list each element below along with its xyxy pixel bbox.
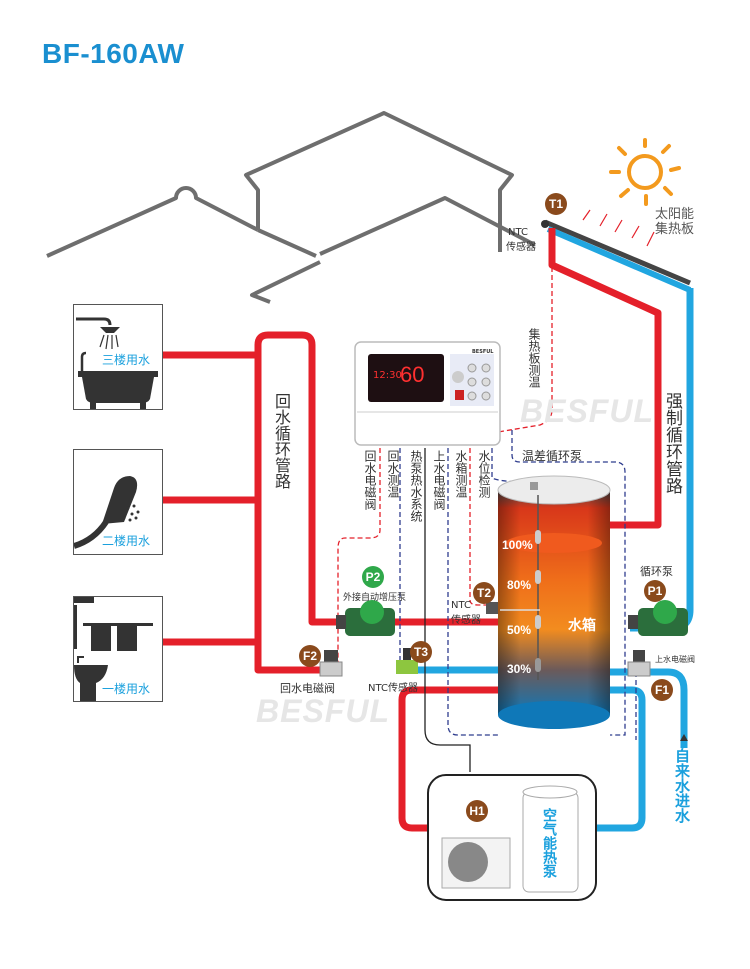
sunray-arrows (582, 209, 655, 247)
badge-p2: P2 (362, 566, 384, 588)
watermark-top: BESFUL (520, 393, 654, 429)
t3-label: NTC传感器 (368, 683, 418, 694)
controller-panel (354, 341, 501, 446)
room-second-floor: 二楼用水 (73, 449, 163, 555)
sensor-t2 (486, 602, 498, 614)
sensor-t3 (396, 648, 418, 674)
signal-label-return-temp: 回水测温 (386, 450, 400, 498)
valve-f2 (319, 650, 343, 677)
inlet-arrow-icon (680, 734, 688, 741)
tap-water-label: 自来水进水 (673, 748, 691, 823)
room-label-second: 二楼用水 (102, 534, 151, 548)
pump-p2 (336, 600, 395, 636)
water-tank (497, 475, 611, 729)
hand-shower-icon (73, 476, 140, 549)
badge-t2: T2 (473, 582, 495, 604)
signal-label-inlet-valve: 上水电磁阀 (432, 450, 446, 510)
signal-label-tank-temp: 水箱测温 (454, 450, 468, 498)
washbasin-towel-icon (74, 597, 153, 701)
solar-collector-panel (541, 219, 692, 293)
house-outline (46, 111, 536, 304)
watermark-bottom: BESFUL (256, 693, 390, 729)
badge-f1: F1 (651, 679, 673, 701)
solar-label-1: 太阳能 (655, 207, 695, 222)
badge-p1: P1 (644, 580, 666, 602)
level-80: 80% (507, 578, 532, 592)
solar-label-2: 集热板 (655, 222, 695, 237)
tap-water-pipe (610, 668, 688, 748)
tank-label: 水箱 (568, 618, 596, 634)
controller-temperature: 60 (400, 362, 425, 387)
signal-label-return-valve: 回水电磁阀 (363, 450, 377, 510)
level-30: 30% (507, 662, 532, 676)
pump-p1 (628, 600, 688, 636)
t1-ntc-label: NTC (508, 227, 528, 238)
room-first-floor: 一楼用水 (73, 596, 163, 702)
level-50: 50% (507, 623, 532, 637)
badge-t1: T1 (545, 193, 567, 215)
signal-label-heat-pump: 热泵热水系统 (409, 450, 423, 522)
heat-pump-label: 空气能热泵 (541, 808, 557, 878)
panel-temp-label: 集热板测温 (527, 328, 541, 388)
return-loop-pipes (163, 331, 498, 674)
p1-label: 循环泵 (640, 565, 673, 578)
return-loop-label: 回水循环管路 (272, 393, 291, 489)
controller-time: 12:30 (373, 370, 402, 381)
room-third-floor: 三楼用水 (73, 304, 163, 410)
valve-f1 (627, 650, 651, 677)
t2-sensor-label: 传感器 (451, 615, 481, 626)
badge-f2: F2 (299, 645, 321, 667)
diff-pump-label: 温差循环泵 (522, 449, 583, 463)
sun-icon (609, 138, 681, 206)
badge-t3: T3 (410, 641, 432, 663)
t2-ntc-label: NTC (451, 600, 471, 611)
room-label-third: 三楼用水 (102, 353, 151, 367)
model-title: BF-160AW (42, 38, 185, 69)
f2-label: 回水电磁阀 (280, 682, 335, 695)
badge-h1: H1 (466, 800, 488, 822)
t1-sensor-label: 传感器 (506, 242, 536, 253)
p2-label: 外接自动增压泵 (343, 593, 407, 603)
f1-label: 上水电磁阀 (655, 655, 695, 664)
room-label-first: 一楼用水 (102, 682, 151, 696)
level-100: 100% (502, 538, 533, 552)
heat-pump-unit (427, 774, 597, 901)
controller-brand: BESFUL (472, 349, 494, 355)
bathtub-shower-icon (76, 317, 158, 409)
forced-loop-label: 强制循环管路 (662, 392, 682, 494)
signal-label-water-level: 水位检测 (477, 450, 491, 498)
